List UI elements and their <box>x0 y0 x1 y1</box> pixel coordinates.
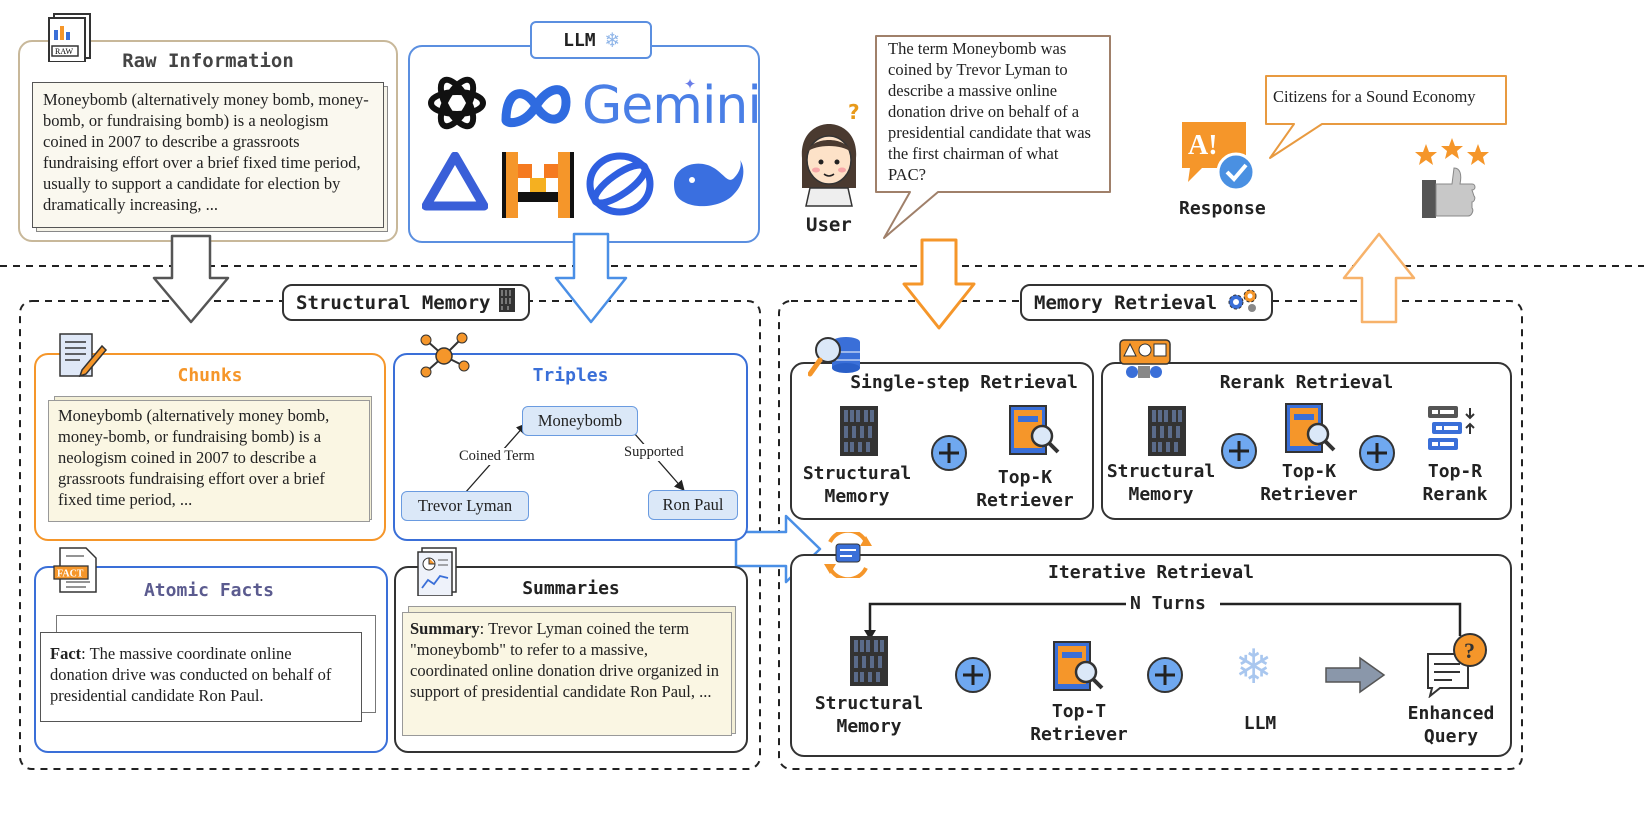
rerank-item-structural-memory: Structural Memory <box>1106 461 1216 505</box>
question-mark-icon: ? <box>848 100 860 124</box>
snowflake-icon: ❄ <box>605 27 619 53</box>
iterative-retrieval-panel <box>790 554 1512 757</box>
rerank-retriever-icon <box>1282 402 1338 460</box>
right-arrow-icon <box>1324 656 1386 698</box>
single-step-bookshelf-icon <box>838 404 880 462</box>
single-step-item-structural-memory: Structural Memory <box>802 463 912 507</box>
qwen-logo-icon <box>421 151 489 222</box>
memory-retrieval-title-box: Memory Retrieval <box>1020 284 1274 321</box>
rerank-list-icon <box>1426 404 1480 460</box>
plus-icon <box>1358 434 1396 476</box>
llm-label: LLM <box>563 29 596 51</box>
chunks-title: Chunks <box>177 365 243 386</box>
plus-icon <box>954 656 992 698</box>
raw-information-icon: RAW <box>44 10 94 63</box>
svg-text:A!: A! <box>1188 130 1218 161</box>
iterative-item-enhanced-query: Enhanced Query <box>1407 703 1495 747</box>
bookshelf-icon <box>498 287 516 318</box>
triple-node-moneybomb: Moneybomb <box>522 406 638 436</box>
mistral-logo-icon <box>500 150 576 224</box>
user-label: User <box>806 214 852 236</box>
memory-retrieval-title: Memory Retrieval <box>1034 291 1218 314</box>
atomic-facts-title: Atomic Facts <box>143 580 275 601</box>
response-label: Response <box>1179 198 1266 219</box>
rerank-item-top-k-retriever: Top-K Retriever <box>1260 461 1358 505</box>
svg-text:?: ? <box>1464 638 1475 663</box>
rerank-retrieval-title: Rerank Retrieval <box>1219 372 1394 393</box>
plus-icon <box>1220 432 1258 474</box>
n-turns-label: N Turns <box>1130 593 1206 614</box>
summaries-text: : Trevor Lyman coined the term "moneybom… <box>410 619 719 701</box>
llm-snowflake-icon: ❄ <box>1238 636 1270 696</box>
iterative-item-top-t-retriever: Top-T Retriever <box>1030 701 1128 745</box>
atomic-facts-prefix: Fact <box>50 644 82 663</box>
atomic-facts-text-box: Fact: The massive coordinate online dona… <box>40 632 362 722</box>
triples-title: Triples <box>532 365 609 386</box>
response-answer-text: Citizens for a Sound Economy <box>1273 87 1476 106</box>
user-question-bubble <box>875 35 1111 239</box>
network-graph-icon <box>418 330 470 386</box>
triple-node-ron-paul: Ron Paul <box>648 490 738 520</box>
openai-logo-icon <box>424 70 490 140</box>
meta-logo-icon <box>498 80 574 134</box>
single-step-item-top-k-retriever: Top-K Retriever <box>976 467 1074 511</box>
summaries-text-box: Summary: Trevor Lyman coined the term "m… <box>402 612 732 736</box>
response-bubble <box>1265 75 1507 159</box>
rerank-item-top-r-rerank: Top-R Rerank <box>1422 461 1488 505</box>
plus-icon <box>930 434 968 476</box>
n-turns-loop-arrow <box>864 602 1462 640</box>
user-avatar-icon <box>796 118 862 212</box>
single-step-retrieval-title: Single-step Retrieval <box>850 372 1078 393</box>
gears-icon <box>1225 286 1259 319</box>
single-step-retriever-icon <box>1006 404 1062 462</box>
iterative-item-llm: LLM <box>1243 713 1277 734</box>
triple-edge-coined-term: Coined Term <box>458 448 536 465</box>
rerank-bookshelf-icon <box>1146 404 1188 462</box>
chat-loop-icon <box>822 528 874 582</box>
structural-memory-title-box: Structural Memory <box>282 284 531 321</box>
fact-document-icon: FACT <box>52 546 100 598</box>
svg-text:FACT: FACT <box>57 569 84 580</box>
shapes-robot-icon <box>1118 336 1172 386</box>
llm-label-box: LLM ❄ <box>530 21 652 59</box>
plus-icon <box>1146 656 1184 698</box>
summaries-prefix: Summary <box>410 619 480 638</box>
triple-node-trevor-lyman: Trevor Lyman <box>401 491 529 521</box>
raw-information-text: Moneybomb (alternatively money bomb, mon… <box>32 82 384 228</box>
user-question-text: The term Moneybomb was coined by Trevor … <box>888 39 1091 184</box>
report-chart-icon <box>416 546 460 600</box>
iterative-retriever-icon <box>1050 640 1106 698</box>
orbit-logo-icon <box>584 150 656 222</box>
document-pencil-icon <box>56 332 108 384</box>
database-search-icon <box>807 330 864 386</box>
enhanced-query-icon: ? <box>1424 632 1490 702</box>
atomic-facts-text: : The massive coordinate online donation… <box>50 644 332 705</box>
raw-information-title: Raw Information <box>122 50 294 72</box>
iterative-bookshelf-icon <box>848 634 890 692</box>
rating-stars-icon <box>1414 138 1494 226</box>
gemini-star-icon: ✦ <box>684 70 697 94</box>
summaries-title: Summaries <box>522 578 620 599</box>
iterative-item-structural-memory: Structural Memory <box>814 693 924 737</box>
iterative-retrieval-title: Iterative Retrieval <box>1048 562 1254 583</box>
gemini-logo: Gemini <box>582 76 762 136</box>
chunks-text: Moneybomb (alternatively money bomb, mon… <box>48 400 370 522</box>
deepseek-logo-icon <box>668 154 746 220</box>
structural-memory-title: Structural Memory <box>296 291 491 314</box>
triple-edge-supported: Supported <box>623 444 685 461</box>
ai-response-icon: A! <box>1180 118 1258 198</box>
svg-text:RAW: RAW <box>55 47 73 56</box>
